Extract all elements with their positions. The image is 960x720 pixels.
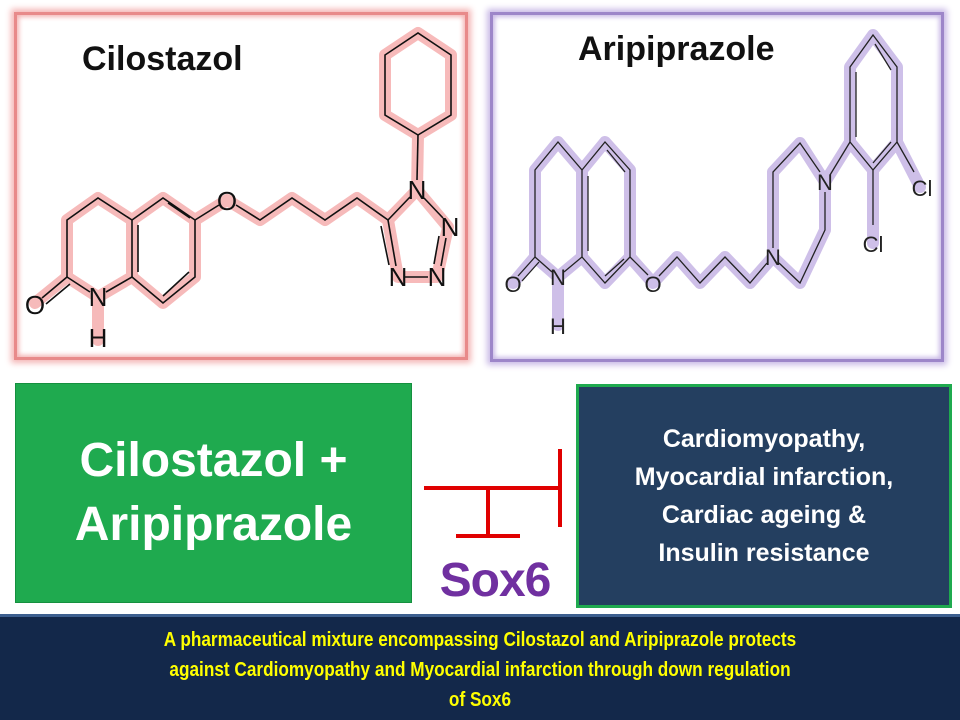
outcome-item: Myocardial infarction, [634, 463, 894, 491]
atom-label: N [817, 170, 833, 195]
atom-label: O [217, 186, 237, 216]
cilostazol-panel [14, 12, 468, 360]
summary-line: of Sox6 [448, 689, 512, 711]
combination-box: Cilostazol + Aripiprazole [15, 383, 412, 603]
aripiprazole-structure: O N H O N N Cl Cl [504, 29, 933, 339]
atom-label: N [765, 245, 781, 270]
atom-label: O [644, 272, 661, 297]
atom-label: H [89, 323, 108, 353]
atom-label: N [408, 175, 427, 205]
summary-banner: A pharmaceutical mixture encompassing Ci… [0, 614, 960, 720]
atom-label: Cl [863, 232, 884, 257]
sox6-label: Sox6 [439, 554, 552, 607]
aripiprazole-title: Aripiprazole [578, 30, 775, 68]
atom-label: O [25, 290, 45, 320]
atom-label: N [550, 265, 566, 290]
atom-label: N [89, 282, 108, 312]
outcome-item: Cardiomyopathy, [662, 425, 866, 453]
atom-label: N [428, 262, 447, 292]
outcome-item: Cardiac ageing & [661, 501, 867, 529]
outcome-item: Insulin resistance [658, 539, 870, 567]
atom-label: H [550, 314, 566, 339]
atom-label: N [389, 262, 408, 292]
outcomes-box: Cardiomyopathy, Myocardial infarction, C… [576, 384, 952, 608]
atom-label: O [504, 272, 521, 297]
summary-line: against Cardiomyopathy and Myocardial in… [169, 659, 791, 681]
atom-label: Cl [912, 176, 933, 201]
summary-line: A pharmaceutical mixture encompassing Ci… [163, 629, 797, 651]
combination-line1: Cilostazol + [79, 434, 348, 487]
cilostazol-structure: O N H O N N N N [25, 27, 460, 353]
atom-label: N [441, 212, 460, 242]
combination-line2: Aripiprazole [74, 498, 353, 551]
cilostazol-title: Cilostazol [82, 40, 243, 78]
